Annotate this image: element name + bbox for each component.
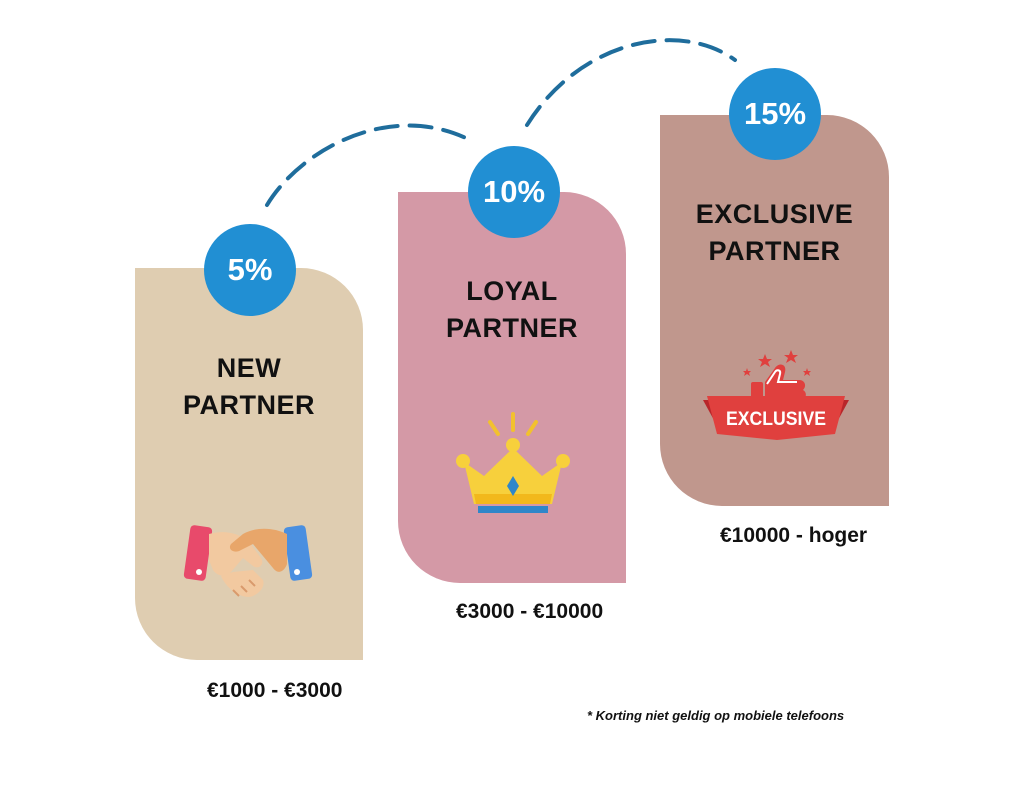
tier-title-new: NEW PARTNER xyxy=(182,353,315,420)
discount-badge-exclusive: 15% xyxy=(729,68,821,160)
tier-card-exclusive xyxy=(660,115,889,506)
tier-title-loyal: LOYAL PARTNER xyxy=(445,276,578,343)
tier-price-new: €1000 - €3000 xyxy=(207,679,343,702)
tier-title-exclusive: EXCLUSIVE PARTNER xyxy=(695,199,854,266)
discount-badge-new: 5% xyxy=(204,224,296,316)
tier-card-loyal xyxy=(398,192,626,583)
exclusive-banner-text: EXCLUSIVE xyxy=(726,409,826,430)
exclusive-thumbs-up-icon: EXCLUSIVE xyxy=(703,350,849,440)
crown-icon xyxy=(456,412,570,513)
tier-price-loyal: €3000 - €10000 xyxy=(456,600,604,623)
tier-price-exclusive: €10000 - hoger xyxy=(720,524,868,547)
connector-1 xyxy=(265,123,472,207)
handshake-icon xyxy=(183,525,313,597)
disclaimer-footnote: * Korting niet geldig op mobiele telefoo… xyxy=(587,708,845,723)
discount-badge-loyal: 10% xyxy=(468,146,560,238)
connector-2 xyxy=(525,38,737,127)
